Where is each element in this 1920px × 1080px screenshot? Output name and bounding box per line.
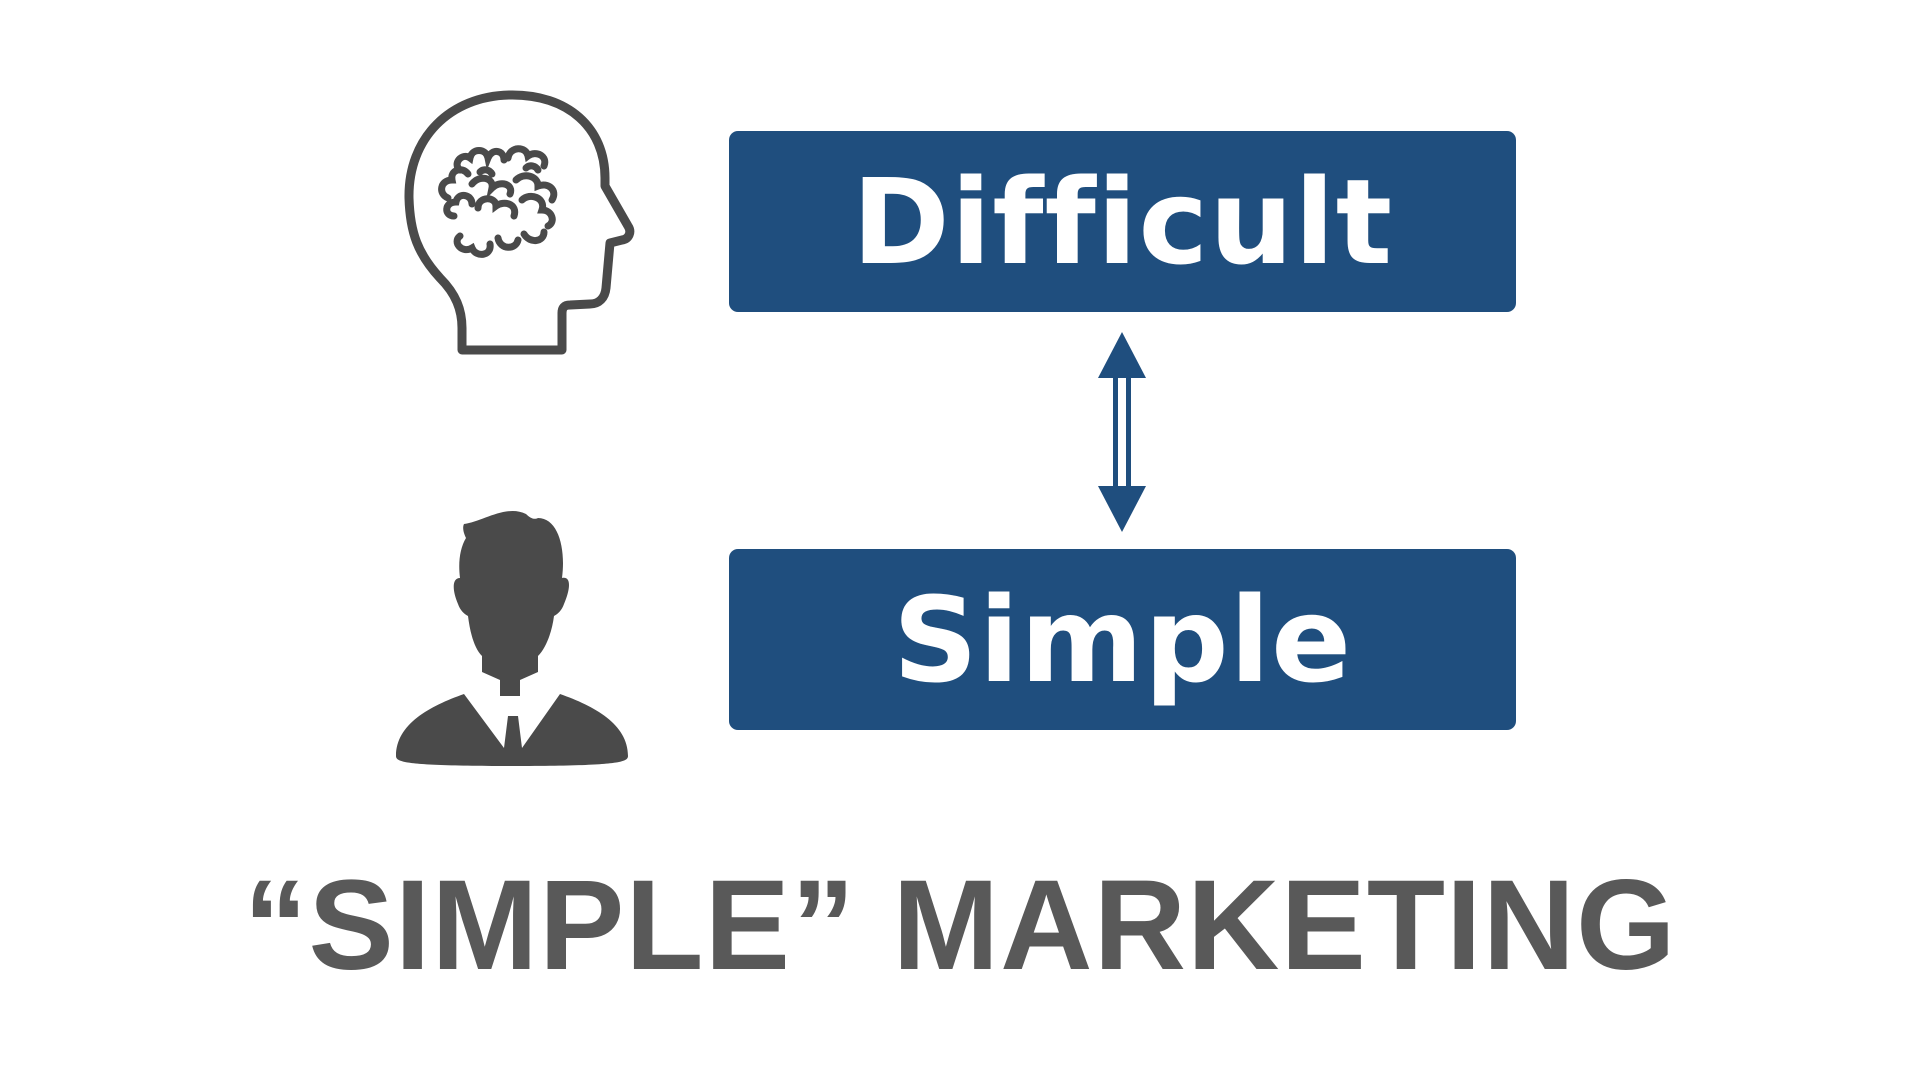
difficult-box: Difficult — [729, 131, 1516, 312]
arrow-head-up — [1098, 332, 1146, 378]
arrow-head-down — [1098, 486, 1146, 532]
brain-head-icon — [404, 90, 635, 355]
difficult-label: Difficult — [851, 152, 1394, 291]
caption-title: “SIMPLE” MARKETING — [243, 854, 1677, 997]
simple-label: Simple — [892, 570, 1353, 709]
double-arrow-connector — [1098, 332, 1146, 532]
simple-box: Simple — [729, 549, 1516, 730]
businessman-avatar-icon — [396, 510, 628, 766]
